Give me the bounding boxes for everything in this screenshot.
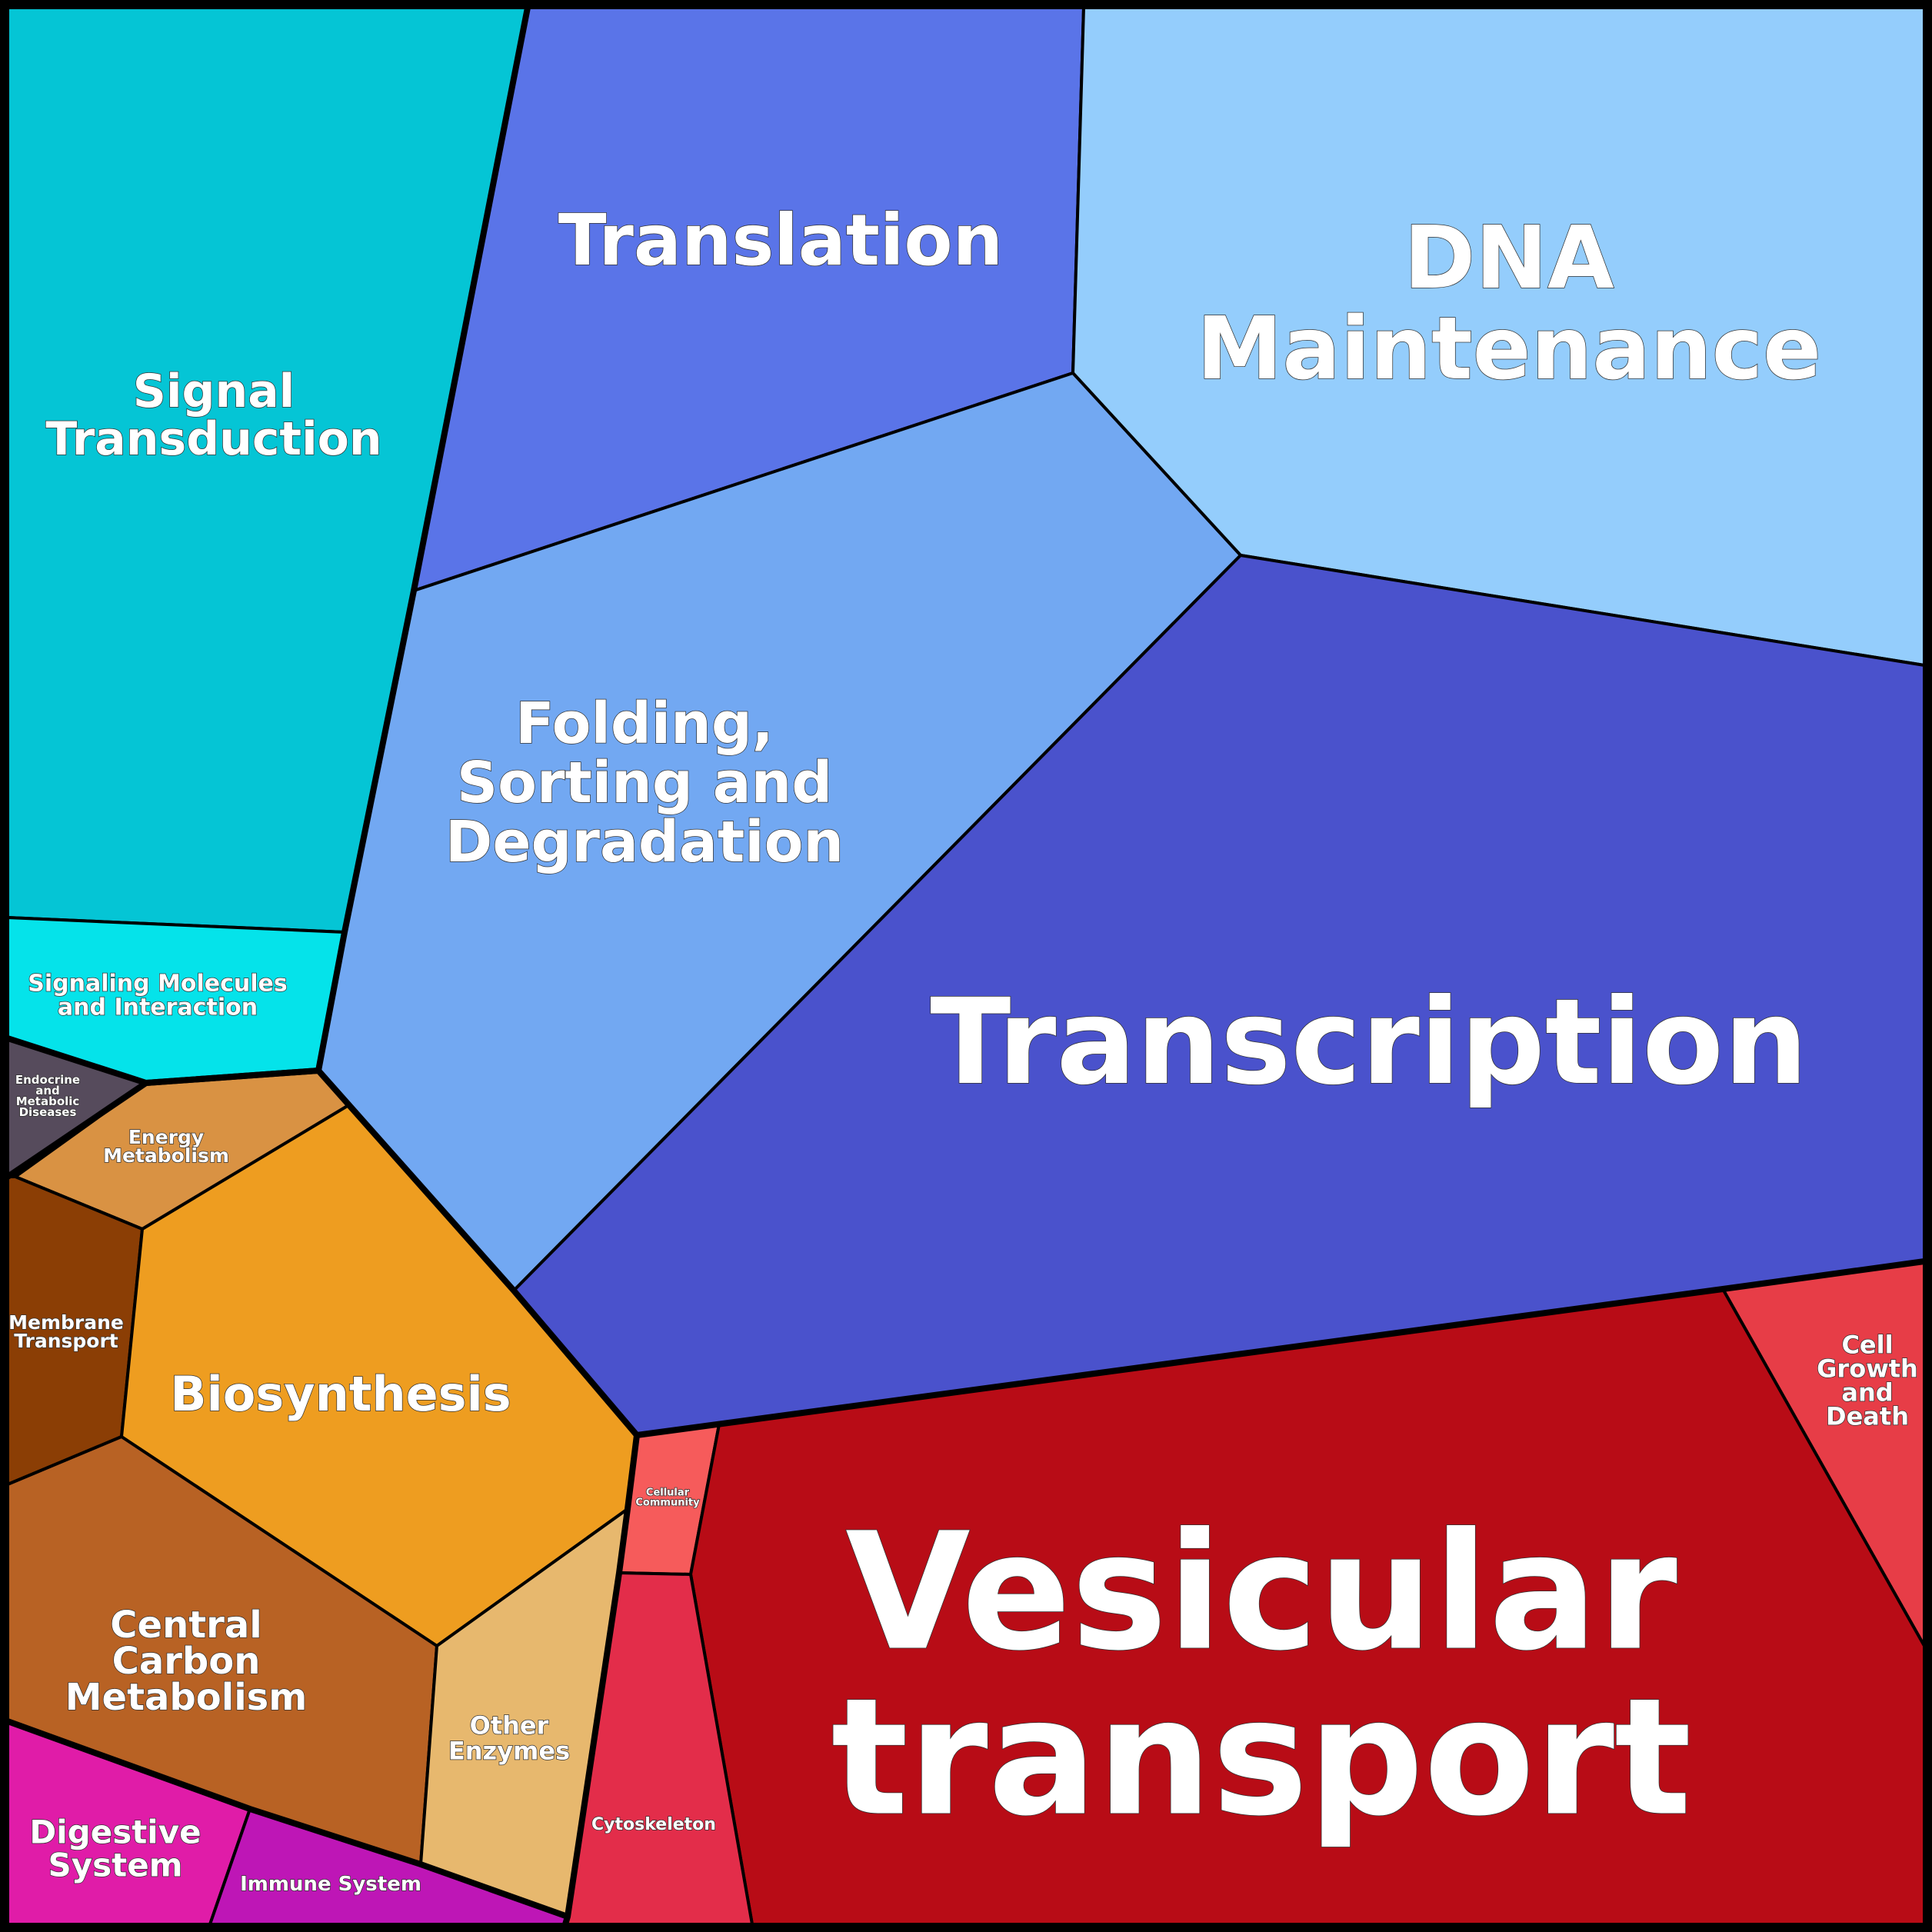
group-border-organismal [6,1718,569,1920]
label-line: Maintenance [1197,299,1821,399]
label-line: Energy [128,1126,204,1148]
label-line: Degradation [445,809,844,875]
label-line: Translation [558,199,1003,281]
label-line: Signal [133,365,295,418]
label-line: and [1841,1378,1893,1407]
label-line: Immune System [240,1873,421,1896]
label-line: Central [110,1604,261,1647]
label-line: Cell [1841,1331,1893,1360]
label-immune-system: Immune System [240,1873,421,1896]
label-line: and Interaction [58,994,258,1021]
label-biosynthesis: Biosynthesis [170,1366,511,1422]
label-line: transport [831,1663,1692,1851]
label-line: Community [635,1497,700,1508]
group-border-cellular-processes [562,1434,640,1926]
label-line: and [35,1084,60,1098]
label-line: Digestive [29,1813,201,1850]
group-border-signaling [6,7,531,1086]
label-line: DNA [1404,208,1614,308]
label-line: Cytoskeleton [591,1815,716,1834]
label-line: Signaling Molecules [28,970,288,997]
label-line: Metabolism [103,1144,229,1167]
label-line: Metabolism [65,1676,307,1719]
label-line: Sorting and [457,750,832,816]
label-line: Other [470,1711,549,1740]
label-line: Metabolic [16,1094,80,1108]
label-line: System [48,1846,183,1884]
label-cytoskeleton: Cytoskeleton [591,1815,716,1834]
label-line: Vesicular [845,1497,1677,1686]
label-translation: Translation [558,199,1003,281]
label-line: Biosynthesis [170,1366,511,1422]
group-border-metabolism [5,1068,1925,1438]
label-line: Transport [14,1330,118,1352]
label-line: Diseases [19,1105,77,1119]
label-line: Carbon [112,1640,261,1683]
label-line: Cellular [646,1487,690,1498]
label-transcription: Transcription [930,974,1807,1111]
label-line: Membrane [8,1311,124,1334]
label-line: Folding, [515,691,774,757]
label-line: Enzymes [448,1737,570,1766]
label-line: Endocrine [15,1073,80,1087]
label-line: Transcription [930,974,1807,1111]
label-line: Transduction [45,412,381,466]
label-line: Growth [1817,1354,1918,1384]
label-line: Death [1826,1402,1909,1431]
